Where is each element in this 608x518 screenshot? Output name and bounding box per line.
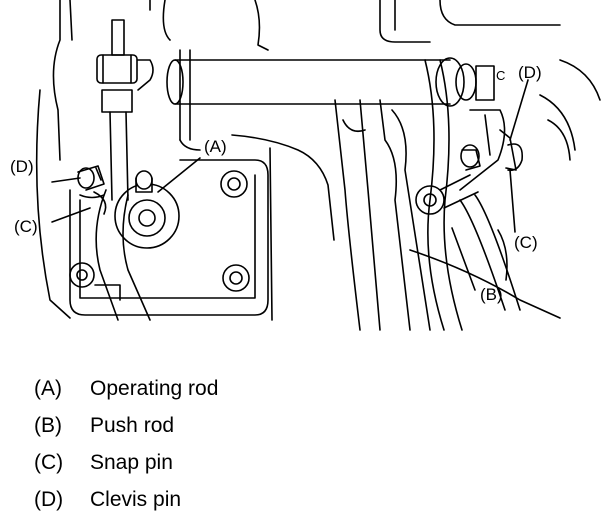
callout-c-left: (C): [14, 217, 38, 236]
callout-b: (B): [480, 285, 503, 304]
legend-label: Operating rod: [90, 376, 219, 400]
legend-label: Snap pin: [90, 450, 173, 474]
leader-lines: [51, 79, 529, 291]
right-linkage: [415, 109, 524, 311]
operating-rod-pin: [135, 170, 153, 193]
callout-d-left: (D): [10, 157, 34, 176]
left-snap-pin: [79, 191, 107, 215]
parts-legend: (A) Operating rod (B) Push rod (C) Snap …: [34, 370, 218, 518]
part-mark-c: C: [496, 68, 505, 83]
callout-c-right: (C): [514, 233, 538, 252]
callout-a: (A): [204, 137, 227, 156]
pedal-shaft: [166, 57, 495, 107]
pedal-assembly-illustration: (A) (B) (C) (C) (D) (D) C: [10, 0, 601, 331]
legend-key: (A): [34, 376, 62, 400]
left-clevis-pin: [77, 165, 105, 191]
legend-label: Clevis pin: [90, 487, 182, 511]
legend-item: (A) Operating rod: [34, 370, 218, 407]
legend-item: (B) Push rod: [34, 407, 218, 444]
pedal-arms: [334, 59, 463, 331]
housing-outline: [35, 0, 601, 321]
legend-item: (D) Clevis pin: [34, 481, 218, 518]
mounting-plate: [69, 159, 269, 316]
callout-d-right: (D): [518, 63, 542, 82]
legend-item: (C) Snap pin: [34, 444, 218, 481]
legend-label: Push rod: [90, 413, 175, 437]
legend-key: (D): [34, 487, 64, 511]
legend-key: (B): [34, 413, 62, 437]
legend-key: (C): [34, 450, 64, 474]
